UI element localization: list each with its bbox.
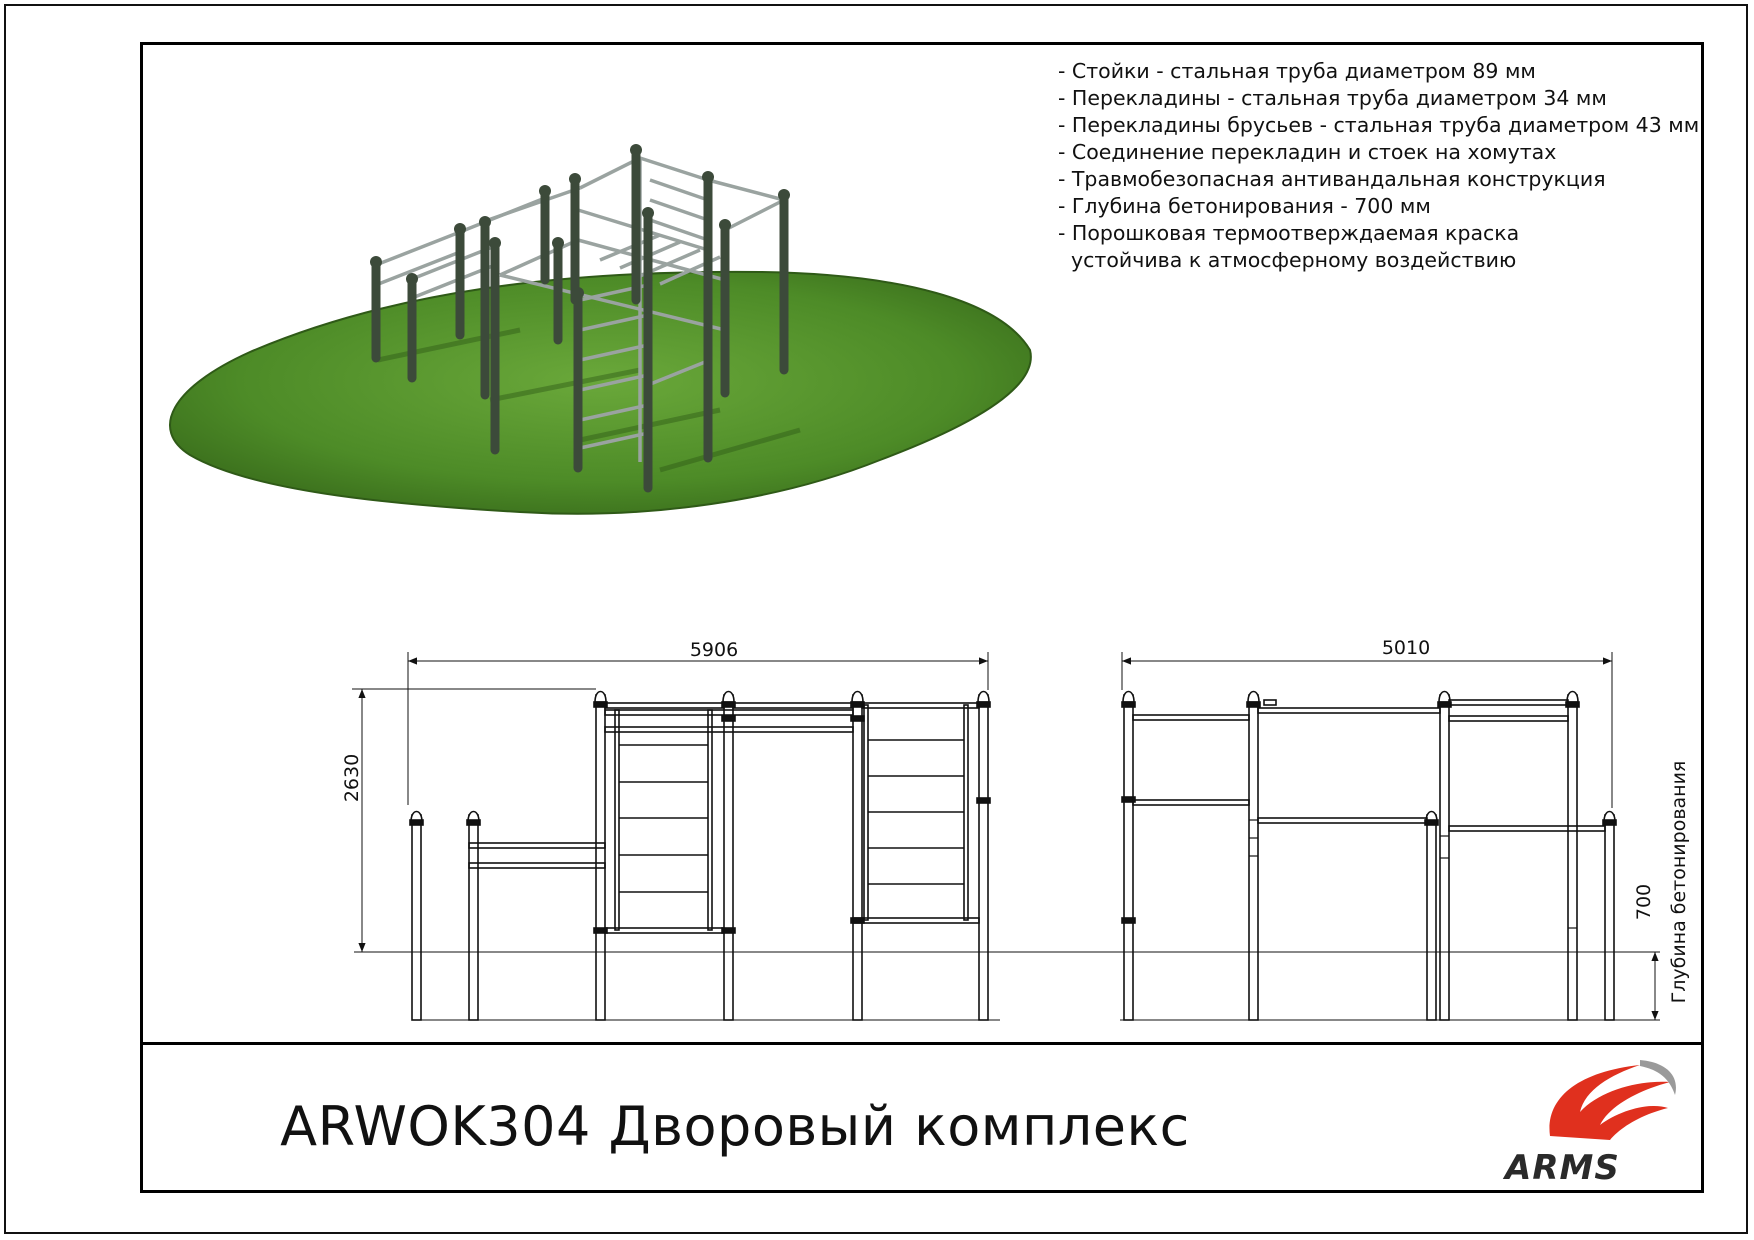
title-divider <box>140 1042 1704 1045</box>
spec-item: - Стойки - стальная труба диаметром 89 м… <box>1058 59 1536 83</box>
spec-item: устойчива к атмосферному воздействию <box>1058 248 1517 272</box>
front-elevation <box>352 652 1005 1021</box>
logo-swoosh-gray <box>1640 1060 1676 1095</box>
front-posts <box>411 694 989 1021</box>
dimension-labels: 5906 5010 2630 700 Глубина бетонирования <box>341 637 1690 1003</box>
spec-item: - Соединение перекладин и стоек на хомут… <box>1058 140 1557 164</box>
spec-item: - Перекладины - стальная труба диаметром… <box>1058 86 1607 110</box>
side-caps <box>1122 690 1616 823</box>
grass-pad <box>169 270 1032 515</box>
dimension-depth: 700 <box>1633 884 1655 920</box>
side-bars <box>1132 699 1606 832</box>
isometric-render <box>169 144 1032 515</box>
spec-item: - Глубина бетонирования - 700 мм <box>1058 194 1431 218</box>
spec-item: - Травмобезопасная антивандальная констр… <box>1058 167 1606 191</box>
arms-logo-text: ARMS <box>1505 1148 1620 1188</box>
dimension-height: 2630 <box>341 754 363 802</box>
posts <box>371 148 789 493</box>
front-caps <box>410 690 990 823</box>
drawing-frame <box>140 42 1704 1193</box>
front-bars <box>468 702 980 934</box>
logo-swoosh-red <box>1549 1065 1670 1140</box>
dimension-side-width: 5010 <box>1382 637 1430 659</box>
arms-logo <box>1549 1060 1676 1140</box>
side-clamps <box>1121 701 1617 924</box>
ladder-right <box>863 704 969 921</box>
side-elevation <box>1005 652 1660 1021</box>
post-caps <box>370 144 790 299</box>
spec-item: - Перекладины брусьев - стальная труба д… <box>1058 113 1700 137</box>
depth-caption: Глубина бетонирования <box>1668 761 1690 1004</box>
side-rungs <box>1249 819 1577 929</box>
specifications-list: - Стойки - стальная труба диаметром 89 м… <box>1058 58 1700 274</box>
page-border <box>4 4 1748 1234</box>
ladder-left <box>614 709 713 931</box>
spec-item: - Порошковая термоотверждаемая краска <box>1058 221 1520 245</box>
page-title: ARWOK304 Дворовый комплекс <box>280 1095 1190 1158</box>
side-posts <box>1123 694 1615 1021</box>
dimension-front-width: 5906 <box>690 639 738 661</box>
